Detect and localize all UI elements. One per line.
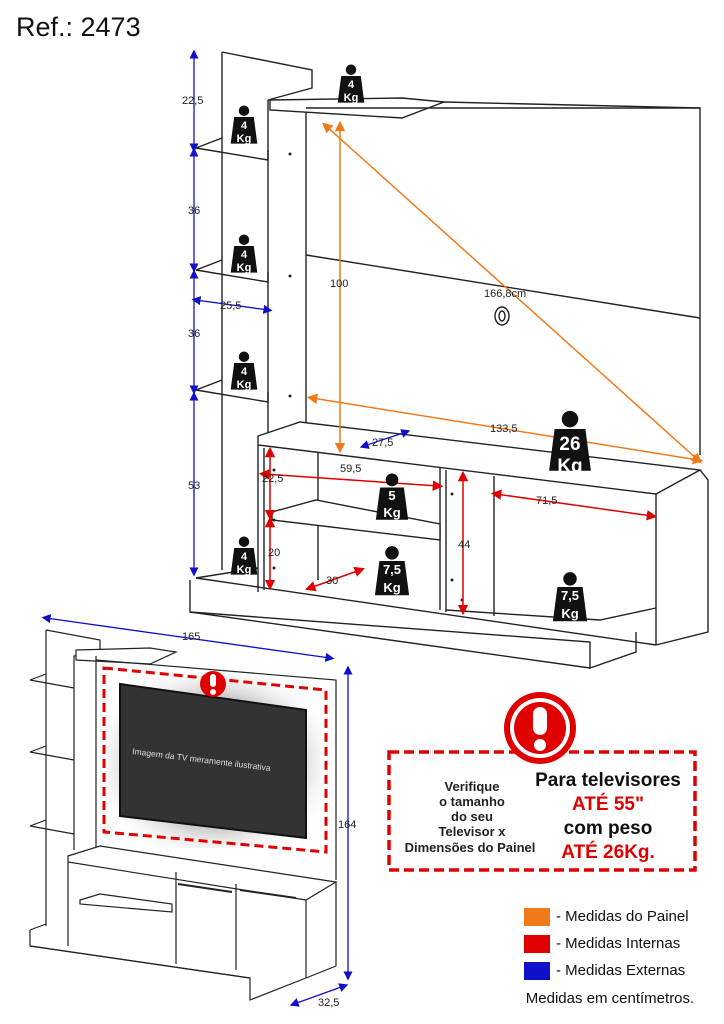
svg-text:5: 5 bbox=[388, 488, 395, 503]
warning-left-line: o tamanho bbox=[439, 794, 505, 809]
warning-left-line: Televisor x bbox=[439, 824, 507, 839]
dim-int-4: 20 bbox=[268, 547, 280, 559]
dim-ext-6: 27,5 bbox=[372, 437, 393, 449]
dim-int-2: 59,5 bbox=[340, 463, 361, 475]
svg-text:Kg: Kg bbox=[237, 564, 252, 576]
svg-text:Kg: Kg bbox=[237, 379, 252, 391]
legend-label: - Medidas Externas bbox=[556, 962, 686, 979]
legend-item-internas: - Medidas Internas bbox=[524, 930, 720, 957]
dim-ext-5: 25,5 bbox=[220, 300, 241, 312]
legend-swatch-blue bbox=[524, 961, 550, 980]
svg-text:7,5: 7,5 bbox=[383, 562, 401, 577]
svg-text:Kg: Kg bbox=[237, 133, 252, 145]
warning-left-line: do seu bbox=[451, 809, 493, 824]
tv-illustration: Imagem da TV meramente ilustrativa bbox=[108, 676, 320, 848]
tv-area-frame bbox=[102, 666, 328, 854]
dim-ext-2: 36 bbox=[188, 205, 200, 217]
legend-swatch-orange bbox=[524, 907, 550, 926]
dim-int-1: 22,5 bbox=[262, 473, 283, 485]
legend: - Medidas do Painel - Medidas Internas -… bbox=[524, 903, 720, 984]
warning-left-line: Dimensões do Painel bbox=[405, 840, 536, 855]
svg-text:Kg: Kg bbox=[237, 262, 252, 274]
svg-text:Kg: Kg bbox=[561, 606, 578, 621]
svg-text:26: 26 bbox=[559, 434, 580, 455]
dim-ext-4: 53 bbox=[188, 480, 200, 492]
warning-line1: Para televisores bbox=[535, 770, 681, 791]
svg-text:4: 4 bbox=[241, 551, 248, 563]
legend-item-externas: - Medidas Externas bbox=[524, 957, 720, 984]
small-width-label: 165 bbox=[182, 631, 200, 643]
weight-tag: 7,5 Kg bbox=[552, 572, 588, 622]
weight-tag: 4 Kg bbox=[230, 536, 258, 576]
external-dimensions bbox=[189, 49, 411, 577]
dim-ext-1: 22,5 bbox=[182, 95, 203, 107]
warning-box: Verifique o tamanho do seu Televisor x D… bbox=[387, 692, 697, 872]
main-furniture bbox=[189, 51, 709, 669]
weight-tag: 4 Kg bbox=[230, 351, 258, 391]
legend-swatch-red bbox=[524, 934, 550, 953]
warning-icon-large bbox=[504, 692, 576, 764]
weight-tag: 7,5 Kg bbox=[374, 546, 410, 596]
svg-text:Kg: Kg bbox=[383, 580, 400, 595]
small-dimensions bbox=[41, 614, 353, 1007]
dim-int-5: 30 bbox=[326, 575, 338, 587]
warning-line4: ATÉ 26Kg. bbox=[561, 841, 655, 863]
dim-ext-3: 36 bbox=[188, 328, 200, 340]
weight-tag: 4 Kg bbox=[337, 64, 365, 104]
warning-left-line: Verifique bbox=[445, 779, 500, 794]
svg-text:Kg: Kg bbox=[557, 456, 582, 477]
weight-tag-large: 26 Kg bbox=[549, 410, 591, 477]
small-height-label: 164 bbox=[338, 819, 356, 831]
units-note: Medidas em centímetros. bbox=[525, 990, 695, 1007]
weight-tag: 4 Kg bbox=[230, 234, 258, 274]
weight-tag: 4 Kg bbox=[230, 105, 258, 145]
dim-int-3: 71,5 bbox=[536, 495, 557, 507]
svg-text:4: 4 bbox=[348, 79, 355, 91]
reference-title: Ref.: 2473 bbox=[16, 12, 141, 42]
warning-line2: ATÉ 55" bbox=[572, 793, 644, 815]
dim-panel-diagonal: 166,8cm bbox=[484, 288, 526, 300]
dim-panel-height: 100 bbox=[330, 278, 348, 290]
svg-text:4: 4 bbox=[241, 120, 248, 132]
legend-item-painel: - Medidas do Painel bbox=[524, 903, 720, 930]
svg-text:4: 4 bbox=[241, 249, 248, 261]
legend-label: - Medidas do Painel bbox=[556, 908, 689, 925]
small-depth-label: 32,5 bbox=[318, 997, 339, 1009]
svg-text:7,5: 7,5 bbox=[561, 588, 579, 603]
warning-line3: com peso bbox=[564, 818, 653, 839]
dim-panel-width: 133,5 bbox=[490, 423, 518, 435]
svg-text:Kg: Kg bbox=[344, 92, 359, 104]
svg-text:Kg: Kg bbox=[383, 505, 400, 520]
warning-icon-small bbox=[200, 671, 226, 697]
legend-label: - Medidas Internas bbox=[556, 935, 681, 952]
weight-tag: 5 Kg bbox=[375, 473, 409, 520]
panel-dimensions bbox=[306, 120, 704, 465]
dim-int-6: 44 bbox=[458, 539, 470, 551]
internal-dimensions bbox=[258, 446, 658, 616]
svg-text:4: 4 bbox=[241, 366, 248, 378]
dimension-labels: 22,5 36 36 53 25,5 27,5 100 166,8cm 133,… bbox=[182, 95, 557, 587]
